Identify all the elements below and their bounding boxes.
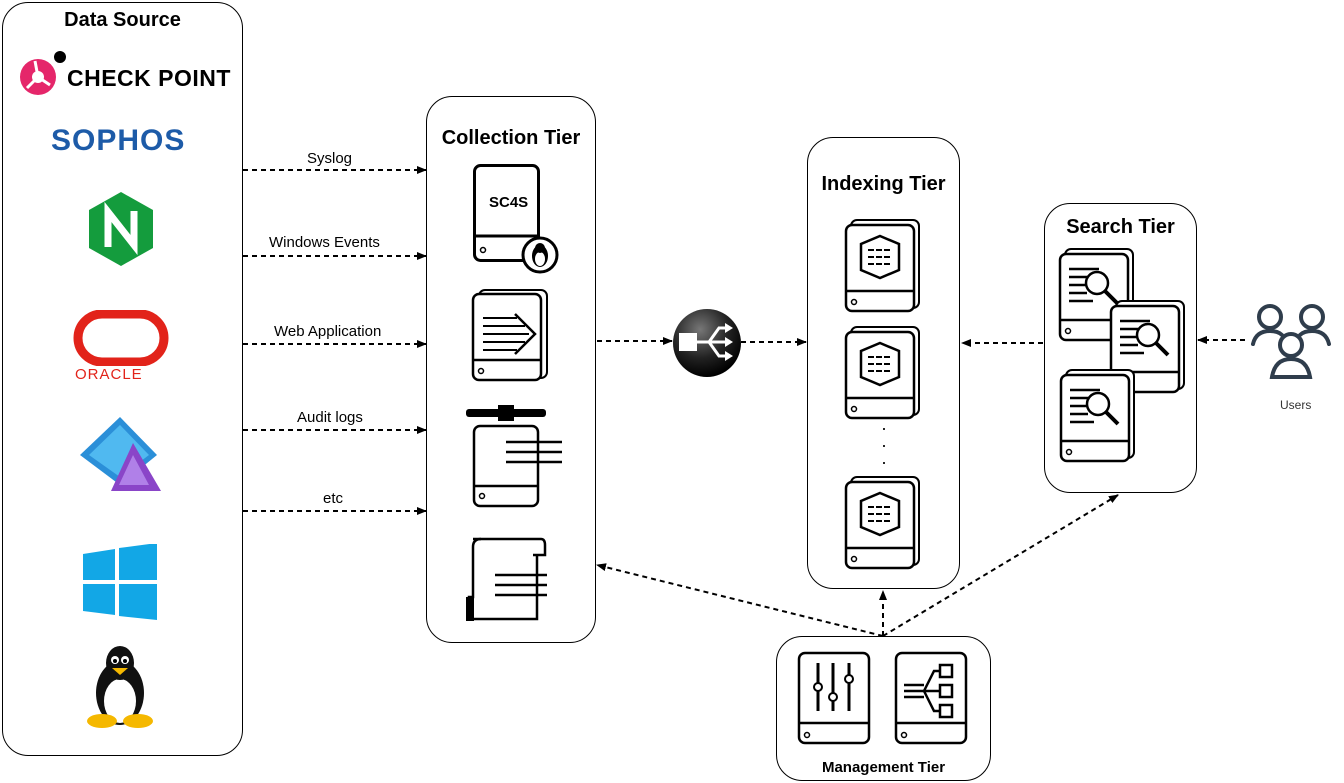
indexer-3-icon <box>844 476 920 570</box>
settings-sliders-server-icon <box>797 651 871 745</box>
scroll-log-icon <box>466 537 547 621</box>
indexer-ellipsis: · · · <box>881 418 887 472</box>
oracle-wordmark: ORACLE <box>75 366 143 383</box>
mgmt-to-collection-arrow <box>596 563 884 637</box>
nginx-icon <box>89 192 153 266</box>
heavy-forwarder-icon <box>466 405 562 508</box>
indexer-1-icon <box>844 219 920 313</box>
checkpoint-icon <box>20 51 66 95</box>
data-source-title: Data Source <box>64 9 181 31</box>
management-tier-title: Management Tier <box>821 759 946 776</box>
deployment-server-icon <box>894 651 968 745</box>
users-icon <box>1251 304 1331 379</box>
data-source-panel: Data Source <box>2 2 243 756</box>
collection-tier-panel: Collection Tier <box>426 96 596 643</box>
sc4s-server-icon <box>473 164 559 274</box>
indexer-2-icon <box>844 326 920 420</box>
checkpoint-wordmark: CHECK POINT <box>67 65 231 91</box>
collection-tier-title: Collection Tier <box>441 127 581 149</box>
sc4s-server: SC4S <box>473 164 563 274</box>
edge-label-etc: etc <box>323 490 344 507</box>
linux-icon <box>87 646 153 728</box>
forwarder-icon <box>471 289 548 382</box>
search-tier-title: Search Tier <box>1066 216 1175 238</box>
checkpoint-logo: CHECK POINT <box>18 50 238 100</box>
azure-icon <box>80 417 161 491</box>
sophos-logo: SOPHOS <box>51 124 186 157</box>
edge-label-windows-events: Windows Events <box>269 234 380 251</box>
windows-icon <box>83 544 157 620</box>
edge-label-web-application: Web Application <box>274 323 382 340</box>
edge-label-syslog: Syslog <box>307 150 353 167</box>
users-actor: Users <box>1248 297 1338 417</box>
search-head-3-icon <box>1059 369 1135 463</box>
sc4s-label: SC4S <box>489 194 529 211</box>
edge-label-audit-logs: Audit logs <box>297 409 363 426</box>
oracle-logo: ORACLE <box>72 309 172 383</box>
users-label: Users <box>1280 398 1312 412</box>
load-balancer-icon[interactable] <box>671 307 743 379</box>
oracle-icon <box>73 309 169 367</box>
indexing-tier-title: Indexing Tier <box>821 173 946 195</box>
mgmt-to-search-arrow <box>882 494 1119 637</box>
